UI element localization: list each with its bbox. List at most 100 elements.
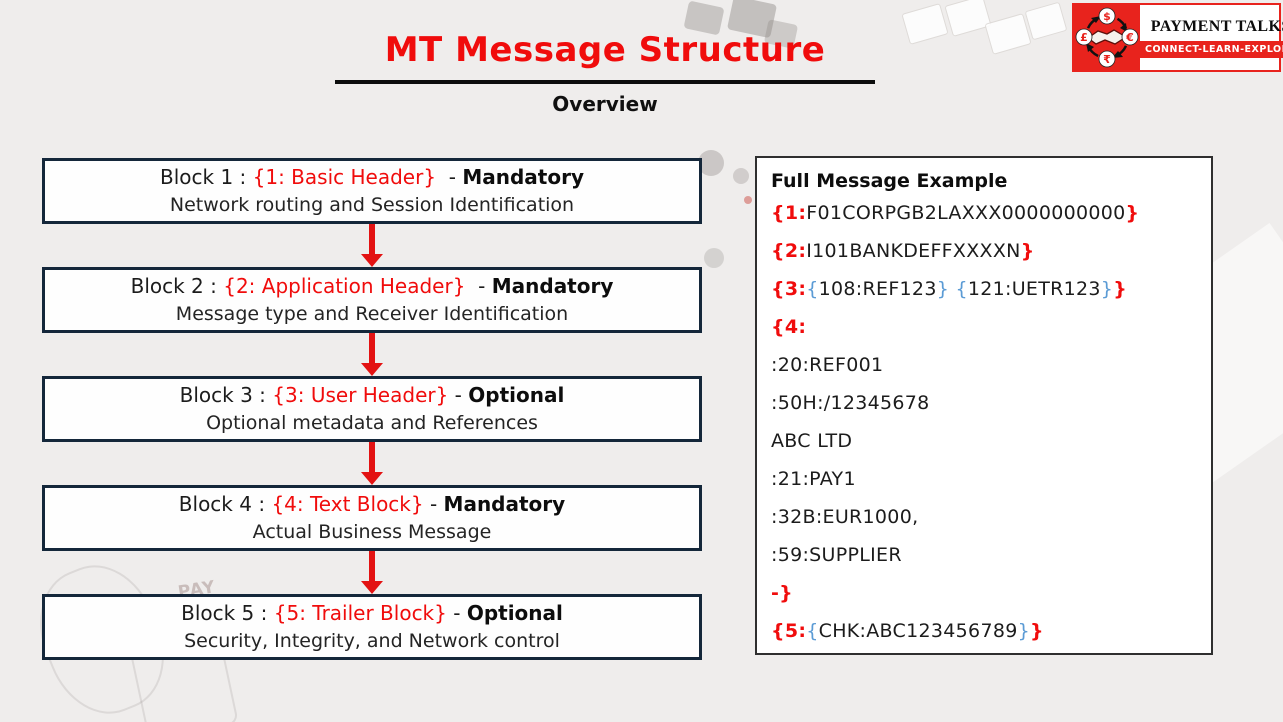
block-desc: Actual Business Message — [252, 521, 492, 543]
example-segment: { — [806, 278, 819, 300]
block-status: Optional — [466, 601, 563, 625]
example-segment: } — [1125, 202, 1140, 224]
arrow-head — [361, 254, 383, 267]
block-prefix: Block 1 : — [160, 165, 253, 189]
example-line: ABC LTD — [771, 422, 1197, 460]
payment-talks-logo: $ € ₹ £ PAYMENT TALKS CONNECT-LEARN-EXPL… — [1072, 3, 1283, 72]
example-segment: {2: — [771, 240, 807, 262]
down-arrow-icon — [42, 333, 702, 376]
example-segment: } — [1113, 278, 1128, 300]
example-line: {5:{CHK:ABC123456789}} — [771, 612, 1197, 650]
block-mid: - — [446, 601, 467, 625]
example-segment: {3: — [771, 278, 807, 300]
block-status: Mandatory — [462, 165, 584, 189]
arrow-head — [361, 363, 383, 376]
arrow-head — [361, 581, 383, 594]
block-title: Block 1 : {1: Basic Header} - Mandatory — [160, 163, 584, 192]
block-mid: - — [448, 383, 469, 407]
background-collage — [704, 248, 724, 268]
example-segment: {1: — [771, 202, 807, 224]
header: MT Message Structure Overview — [275, 0, 935, 116]
example-segment: { — [806, 620, 819, 642]
example-segment: {4: — [771, 316, 807, 338]
example-segment: } — [936, 278, 950, 300]
block-tag: {5: Trailer Block} — [273, 601, 447, 625]
arrow-stem — [369, 551, 375, 581]
rupee-icon: ₹ — [1103, 53, 1111, 66]
block-prefix: Block 2 : — [130, 274, 224, 298]
arrow-head — [361, 472, 383, 485]
background-collage — [744, 196, 752, 204]
arrow-stem — [369, 333, 375, 363]
example-line: :21:PAY1 — [771, 460, 1197, 498]
block-prefix: Block 5 : — [181, 601, 274, 625]
example-segment: {5: — [771, 620, 807, 642]
example-segment: :20:REF001 — [771, 354, 884, 376]
logo-text: PAYMENT TALKS CONNECT-LEARN-EXPLORE — [1140, 5, 1283, 70]
logo-emblem: $ € ₹ £ — [1074, 5, 1140, 70]
currency-cycle-icon: $ € ₹ £ — [1075, 7, 1139, 68]
example-lines: {1:F01CORPGB2LAXXX0000000000}{2:I101BANK… — [771, 194, 1197, 650]
example-segment: { — [955, 278, 968, 300]
example-segment: } — [1100, 278, 1114, 300]
block-title: Block 5 : {5: Trailer Block} - Optional — [181, 599, 563, 628]
block-prefix: Block 3 : — [179, 383, 273, 407]
example-segment: :32B:EUR1000, — [771, 506, 919, 528]
example-segment: :59:SUPPLIER — [771, 544, 902, 566]
euro-icon: € — [1125, 31, 1134, 44]
example-segment: :50H:/12345678 — [771, 392, 930, 414]
example-segment: 121:UETR123 — [967, 278, 1101, 300]
arrow-stem — [369, 224, 375, 254]
example-segment: :21:PAY1 — [771, 468, 856, 490]
down-arrow-icon — [42, 224, 702, 267]
example-segment: CHK:ABC123456789 — [818, 620, 1018, 642]
page-title: MT Message Structure — [384, 30, 826, 70]
flow-block-2: Block 2 : {2: Application Header} - Mand… — [42, 267, 702, 333]
down-arrow-icon — [42, 442, 702, 485]
block-title: Block 4 : {4: Text Block} - Mandatory — [179, 490, 565, 519]
title-underline — [335, 80, 875, 84]
example-segment: 108:REF123 — [818, 278, 937, 300]
block-desc: Message type and Receiver Identification — [175, 303, 569, 325]
example-line: :32B:EUR1000, — [771, 498, 1197, 536]
brand-name: PAYMENT TALKS — [1150, 17, 1283, 35]
example-line: {3:{108:REF123} {121:UETR123}} — [771, 270, 1197, 308]
block-status: Optional — [468, 383, 565, 407]
example-segment: ABC LTD — [771, 430, 853, 452]
block-title: Block 2 : {2: Application Header} - Mand… — [131, 272, 614, 301]
handshake-icon — [1086, 29, 1128, 45]
block-mid: - — [465, 274, 492, 298]
dollar-icon: $ — [1103, 10, 1111, 23]
example-panel: Full Message Example {1:F01CORPGB2LAXXX0… — [755, 156, 1213, 655]
example-heading: Full Message Example — [771, 170, 1008, 192]
block-tag: {2: Application Header} — [223, 274, 466, 298]
block-mid: - — [436, 165, 463, 189]
example-segment: -} — [771, 582, 794, 604]
example-segment: } — [1020, 240, 1035, 262]
example-segment: F01CORPGB2LAXXX0000000000 — [806, 202, 1126, 224]
example-line: {1:F01CORPGB2LAXXX0000000000} — [771, 194, 1197, 232]
example-line: {2:I101BANKDEFFXXXXN} — [771, 232, 1197, 270]
example-segment: I101BANKDEFFXXXXN — [806, 240, 1021, 262]
example-line: -} — [771, 574, 1197, 612]
example-line: {4: — [771, 308, 1197, 346]
example-line: :50H:/12345678 — [771, 384, 1197, 422]
block-status: Mandatory — [443, 492, 566, 516]
example-line: :59:SUPPLIER — [771, 536, 1197, 574]
arrow-stem — [369, 442, 375, 472]
background-collage — [1024, 1, 1068, 41]
block-mid: - — [423, 492, 444, 516]
example-segment: } — [1030, 620, 1044, 642]
pound-icon: £ — [1080, 31, 1088, 44]
block-title: Block 3 : {3: User Header} - Optional — [180, 381, 565, 410]
block-desc: Security, Integrity, and Network control — [184, 630, 560, 652]
block-tag: {1: Basic Header} — [252, 165, 437, 189]
block-tag: {4: Text Block} — [271, 492, 424, 516]
page-subtitle: Overview — [552, 92, 658, 116]
block-tag: {3: User Header} — [272, 383, 449, 407]
